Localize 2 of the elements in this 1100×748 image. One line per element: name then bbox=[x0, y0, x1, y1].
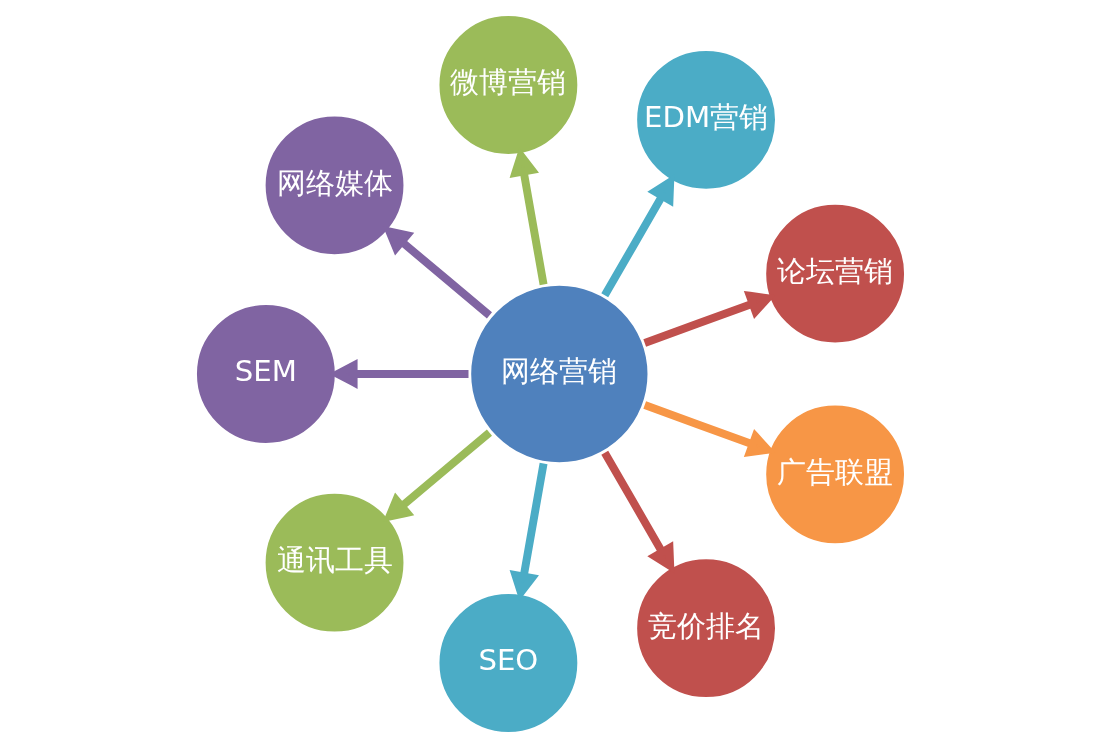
arrow bbox=[382, 429, 492, 523]
arrow bbox=[382, 225, 492, 319]
